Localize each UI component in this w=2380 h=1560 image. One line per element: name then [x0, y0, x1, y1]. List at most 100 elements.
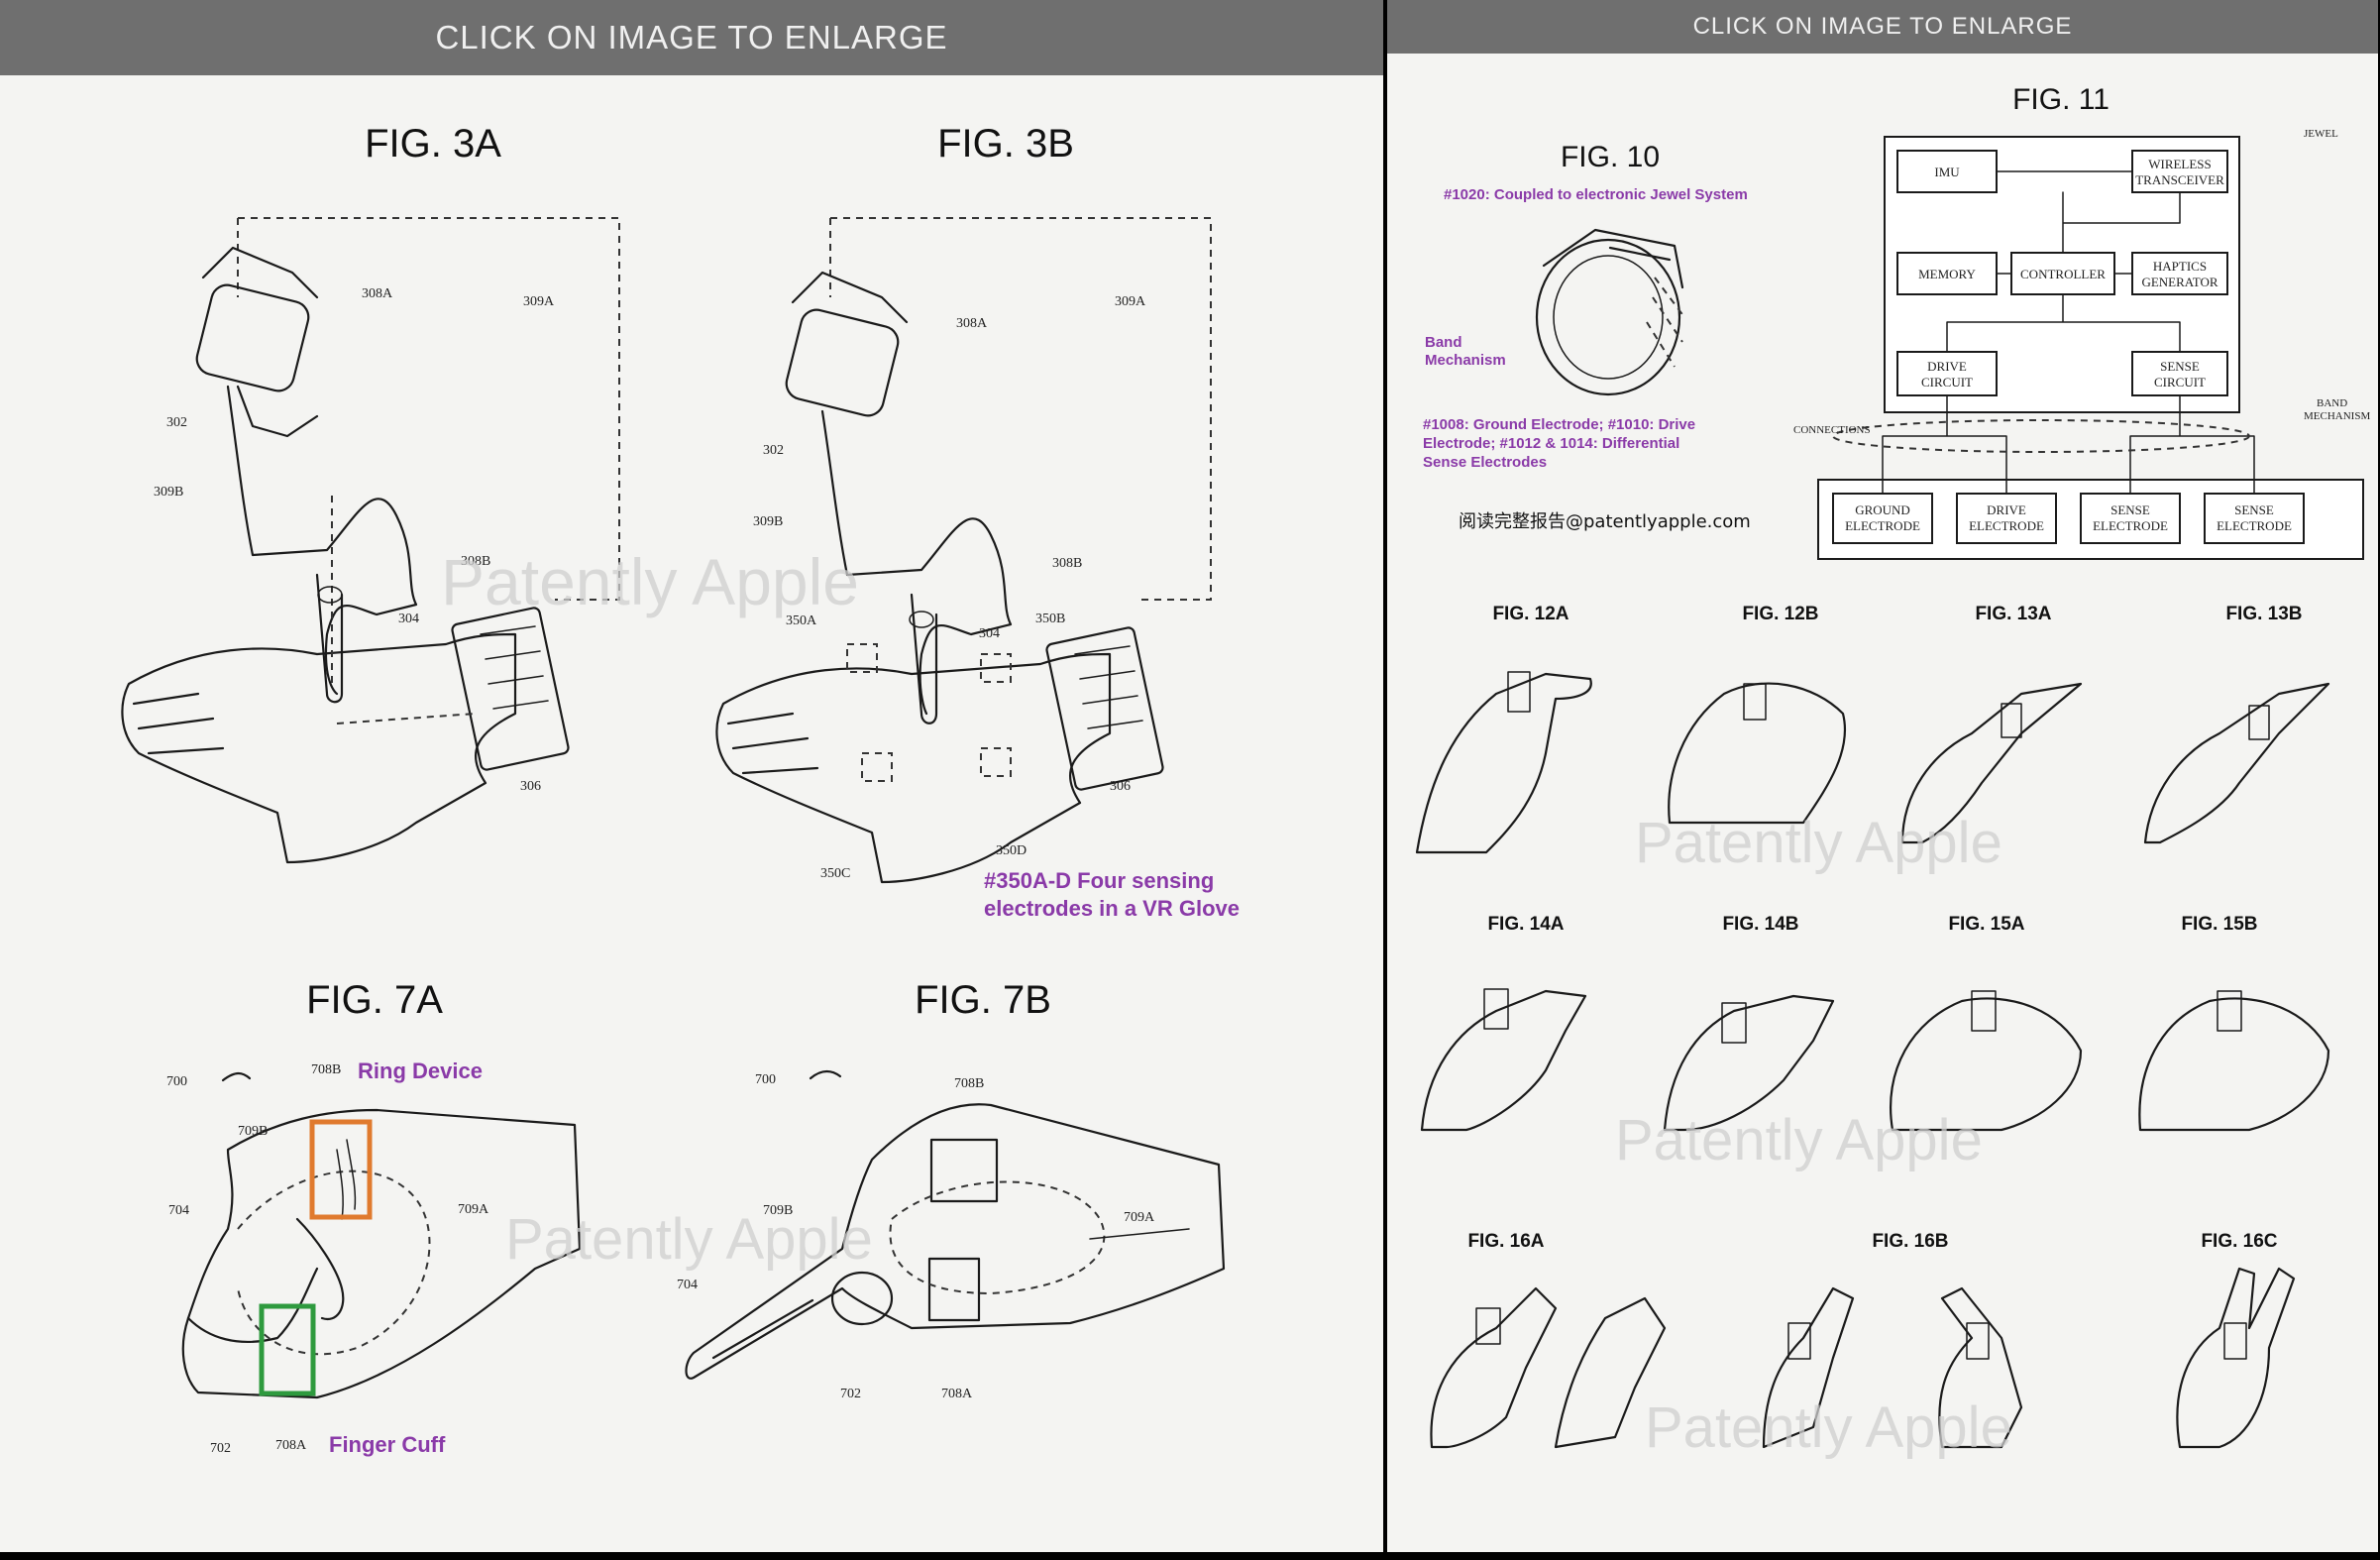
- ref-350a: 350A: [786, 613, 817, 628]
- fig-11-blocks: IMU WIRELESS TRANSCEIVER MEMORY CONTROLL…: [1817, 150, 2364, 560]
- watermark-bottom: Patently Apple: [505, 1207, 873, 1272]
- ref-302-3b: 302: [763, 443, 784, 458]
- fig-10-credit: 阅读完整报告@patentlyapple.com: [1459, 511, 1751, 532]
- svg-text:SENSE: SENSE: [2160, 359, 2200, 374]
- fig-7b-title: FIG. 7B: [915, 978, 1051, 1022]
- ref-309b: 309B: [154, 485, 183, 500]
- ref-708b-7a: 708B: [311, 1062, 341, 1077]
- small-hand-sketches: [1415, 671, 2330, 1449]
- ref-304-3b: 304: [979, 626, 1000, 641]
- svg-text:FIG. 14A: FIG. 14A: [1487, 914, 1564, 935]
- fig-10-note-top: #1020: Coupled to electronic Jewel Syste…: [1444, 186, 1748, 203]
- svg-text:TRANSCEIVER: TRANSCEIVER: [2135, 172, 2224, 187]
- ref-302: 302: [166, 415, 187, 430]
- svg-text:DRIVE: DRIVE: [1987, 502, 2026, 517]
- vr-glove-note-line1: #350A-D Four sensing: [984, 868, 1214, 893]
- enlarge-banner-left[interactable]: CLICK ON IMAGE TO ENLARGE: [0, 0, 1383, 75]
- fig-3a-drawing: [121, 217, 620, 864]
- fig-11-jewel-label: JEWEL: [2304, 128, 2338, 140]
- ref-708a-7b: 708A: [941, 1387, 973, 1401]
- fig-10-ring-drawing: [1535, 228, 1685, 396]
- svg-text:FIG. 15B: FIG. 15B: [2181, 914, 2257, 935]
- fig-3b-title: FIG. 3B: [937, 122, 1074, 166]
- watermark-top: Patently Apple: [441, 545, 859, 618]
- svg-text:HAPTICS: HAPTICS: [2153, 259, 2207, 274]
- svg-text:FIG. 12A: FIG. 12A: [1492, 604, 1569, 624]
- svg-text:FIG. 16C: FIG. 16C: [2201, 1231, 2277, 1252]
- enlarge-banner-right[interactable]: CLICK ON IMAGE TO ENLARGE: [1387, 0, 2378, 54]
- fig-11-title: FIG. 11: [2012, 83, 2110, 116]
- right-drawing: FIG. 10 #1020: Coupled to electronic Jew…: [1415, 83, 2370, 1460]
- svg-text:CONTROLLER: CONTROLLER: [2020, 267, 2106, 281]
- svg-text:ELECTRODE: ELECTRODE: [1969, 518, 2044, 533]
- svg-text:ELECTRODE: ELECTRODE: [2217, 518, 2292, 533]
- ref-308a: 308A: [362, 286, 393, 301]
- svg-text:FIG. 16A: FIG. 16A: [1467, 1231, 1544, 1252]
- fig-10-note-bottom-1: #1008: Ground Electrode; #1010: Drive: [1423, 416, 1695, 433]
- svg-text:ELECTRODE: ELECTRODE: [1845, 518, 1920, 533]
- watermark-right-3: Patently Apple: [1645, 1395, 2012, 1460]
- fig-11-connections-label: CONNECTIONS: [1793, 424, 1871, 436]
- svg-text:MEMORY: MEMORY: [1918, 267, 1976, 281]
- svg-text:ELECTRODE: ELECTRODE: [2093, 518, 2168, 533]
- fig-10-band-label-2: Mechanism: [1425, 352, 1506, 369]
- ref-350c: 350C: [820, 866, 850, 881]
- ref-709a-7a: 709A: [458, 1202, 489, 1217]
- svg-text:SENSE: SENSE: [2234, 502, 2274, 517]
- watermark-right-1: Patently Apple: [1635, 811, 2002, 875]
- ref-306: 306: [520, 779, 541, 794]
- ref-704-7a: 704: [168, 1203, 189, 1218]
- vr-glove-note-line2: electrodes in a VR Glove: [984, 896, 1240, 921]
- fig-3a-title: FIG. 3A: [365, 122, 501, 166]
- ring-device-highlight: [309, 1119, 373, 1220]
- fig-3b-drawing: [715, 217, 1212, 884]
- svg-text:FIG. 13B: FIG. 13B: [2225, 604, 2302, 624]
- fig-11-band-label-1: BAND: [2317, 397, 2347, 409]
- svg-text:GENERATOR: GENERATOR: [2141, 275, 2218, 289]
- fig-7b-drawing: [685, 1069, 1226, 1380]
- fig-10-note-bottom-3: Sense Electrodes: [1423, 454, 1547, 471]
- svg-text:FIG. 14B: FIG. 14B: [1722, 914, 1798, 935]
- fig-7a-title: FIG. 7A: [306, 978, 443, 1022]
- right-patent-panel[interactable]: CLICK ON IMAGE TO ENLARGE FIG. 10 #1020:…: [1387, 0, 2378, 1552]
- svg-text:FIG. 12B: FIG. 12B: [1742, 604, 1818, 624]
- finger-cuff-label: Finger Cuff: [329, 1432, 446, 1457]
- fig-10-title: FIG. 10: [1561, 141, 1660, 173]
- small-figure-titles: FIG. 12A FIG. 12B FIG. 13A FIG. 13B FIG.…: [1467, 604, 2302, 1252]
- ref-708a-7a: 708A: [275, 1438, 307, 1453]
- fig-10-note-bottom-2: Electrode; #1012 & 1014: Differential: [1423, 435, 1679, 452]
- svg-text:CIRCUIT: CIRCUIT: [1921, 375, 1973, 390]
- svg-text:IMU: IMU: [1934, 165, 1960, 179]
- svg-text:CIRCUIT: CIRCUIT: [2154, 375, 2206, 390]
- ref-702-7b: 702: [840, 1387, 861, 1401]
- ref-350d: 350D: [996, 843, 1027, 858]
- fig-7a-drawing: [181, 1071, 582, 1399]
- ref-704-7b: 704: [677, 1278, 698, 1292]
- ref-700-7a: 700: [166, 1074, 187, 1089]
- ref-700-7b: 700: [755, 1072, 776, 1087]
- ref-702-7a: 702: [210, 1441, 231, 1456]
- svg-text:GROUND: GROUND: [1855, 502, 1910, 517]
- ref-308a-3b: 308A: [956, 316, 988, 331]
- fig-10-band-label-1: Band: [1425, 334, 1462, 351]
- svg-text:SENSE: SENSE: [2110, 502, 2150, 517]
- svg-text:WIRELESS: WIRELESS: [2148, 157, 2212, 171]
- svg-text:FIG. 15A: FIG. 15A: [1948, 914, 2024, 935]
- svg-text:FIG. 13A: FIG. 13A: [1975, 604, 2051, 624]
- ref-308b-3b: 308B: [1052, 556, 1082, 571]
- svg-text:FIG. 16B: FIG. 16B: [1872, 1231, 1948, 1252]
- ref-709b-7a: 709B: [238, 1124, 268, 1139]
- ref-308b: 308B: [461, 554, 490, 569]
- left-drawing: FIG. 3A FIG. 3B FIG. 7A FIG. 7B 308A 309…: [121, 122, 1240, 1457]
- ref-708b-7b: 708B: [954, 1076, 984, 1091]
- ref-309b-3b: 309B: [753, 514, 783, 529]
- ref-309a-3b: 309A: [1115, 294, 1146, 309]
- ring-device-label: Ring Device: [358, 1059, 483, 1083]
- ref-306-3b: 306: [1110, 779, 1131, 794]
- fig-11-band-label-2: MECHANISM: [2304, 410, 2370, 422]
- ref-709b-7b: 709B: [763, 1203, 793, 1218]
- left-patent-panel[interactable]: CLICK ON IMAGE TO ENLARGE FIG. 3A FIG. 3…: [0, 0, 1383, 1552]
- ref-709a-7b: 709A: [1124, 1210, 1155, 1225]
- ref-304: 304: [398, 612, 419, 626]
- svg-text:DRIVE: DRIVE: [1927, 359, 1967, 374]
